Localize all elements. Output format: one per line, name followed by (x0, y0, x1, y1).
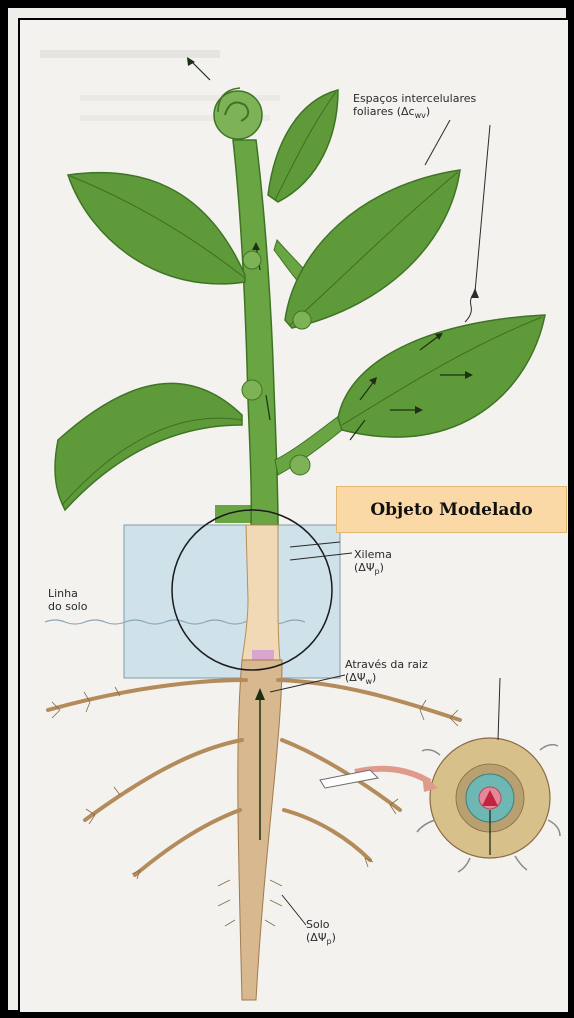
modeled-object-badge: Objeto Modelado (336, 486, 567, 533)
leaf-lower-left (55, 383, 242, 510)
label-soil-line2: (ΔΨp) (306, 931, 336, 948)
label-leaf-spaces-line1: Espaços intercelulares (353, 92, 533, 105)
label-through-root-line2: (ΔΨw) (345, 671, 428, 688)
leaf-upper-left (68, 173, 245, 284)
root-cross-section (430, 738, 550, 858)
label-soil-line: Linha do solo (48, 587, 87, 613)
label-soil-line-line1: Linha (48, 587, 87, 600)
label-xylem: Xilema (ΔΨp) (354, 548, 392, 578)
branch-lower (275, 415, 348, 475)
label-xylem-line1: Xilema (354, 548, 392, 561)
root-base (242, 525, 280, 660)
label-through-root-line1: Através da raiz (345, 658, 428, 671)
label-through-root: Através da raiz (ΔΨw) (345, 658, 428, 688)
leaf-upper-right (285, 170, 460, 328)
callout-arrowhead (471, 288, 479, 298)
label-leaf-intercellular-spaces: Espaços intercelulares foliares (Δcwv) (353, 92, 533, 122)
label-leaf-spaces-line2: foliares (Δcwv) (353, 105, 533, 122)
label-soil: Solo (ΔΨp) (306, 918, 336, 948)
label-xylem-line2: (ΔΨp) (354, 561, 392, 578)
label-soil-line1: Solo (306, 918, 336, 931)
label-soil-line-line2: do solo (48, 600, 87, 613)
soil-water-box (124, 525, 340, 678)
